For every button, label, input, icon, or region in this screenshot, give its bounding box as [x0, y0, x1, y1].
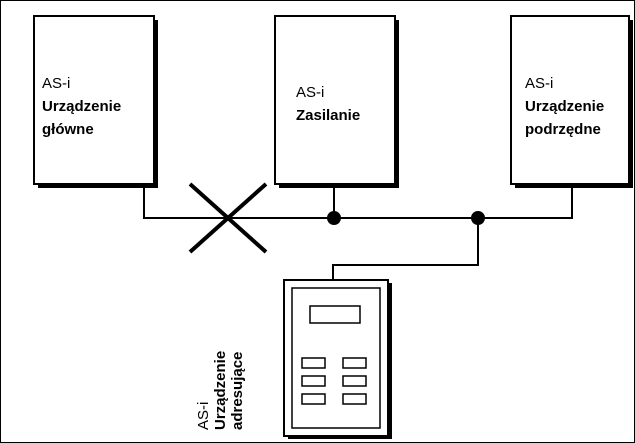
disconnect-x-mark — [188, 182, 268, 254]
power-supply-box — [274, 15, 399, 188]
slave-line2: podrzędne — [525, 121, 601, 138]
master-device-label: AS-i Urządzenie główne — [42, 72, 121, 141]
addressing-line1: Urządzenie — [212, 350, 229, 430]
master-line1: Urządzenie — [42, 98, 122, 115]
addressing-device — [283, 279, 392, 439]
device-keypad — [301, 357, 367, 405]
junction-dot-power — [327, 211, 341, 225]
slave-device-box — [510, 15, 633, 188]
slave-line1: Urządzenie — [525, 98, 605, 115]
master-line2: główne — [42, 121, 94, 138]
junction-dot-addressing — [471, 211, 485, 225]
master-device-box — [33, 15, 158, 188]
power-prefix: AS-i — [296, 84, 325, 101]
device-display — [309, 305, 361, 324]
power-line1: Zasilanie — [296, 107, 361, 124]
addressing-device-label: AS-i Urządzenie adresujące — [195, 320, 246, 430]
addressing-prefix: AS-i — [195, 401, 212, 430]
addressing-line2: adresujące — [229, 351, 246, 430]
slave-prefix: AS-i — [525, 75, 554, 92]
master-prefix: AS-i — [42, 75, 71, 92]
power-supply-label: AS-i Zasilanie — [296, 81, 360, 127]
slave-device-label: AS-i Urządzenie podrzędne — [525, 72, 604, 141]
